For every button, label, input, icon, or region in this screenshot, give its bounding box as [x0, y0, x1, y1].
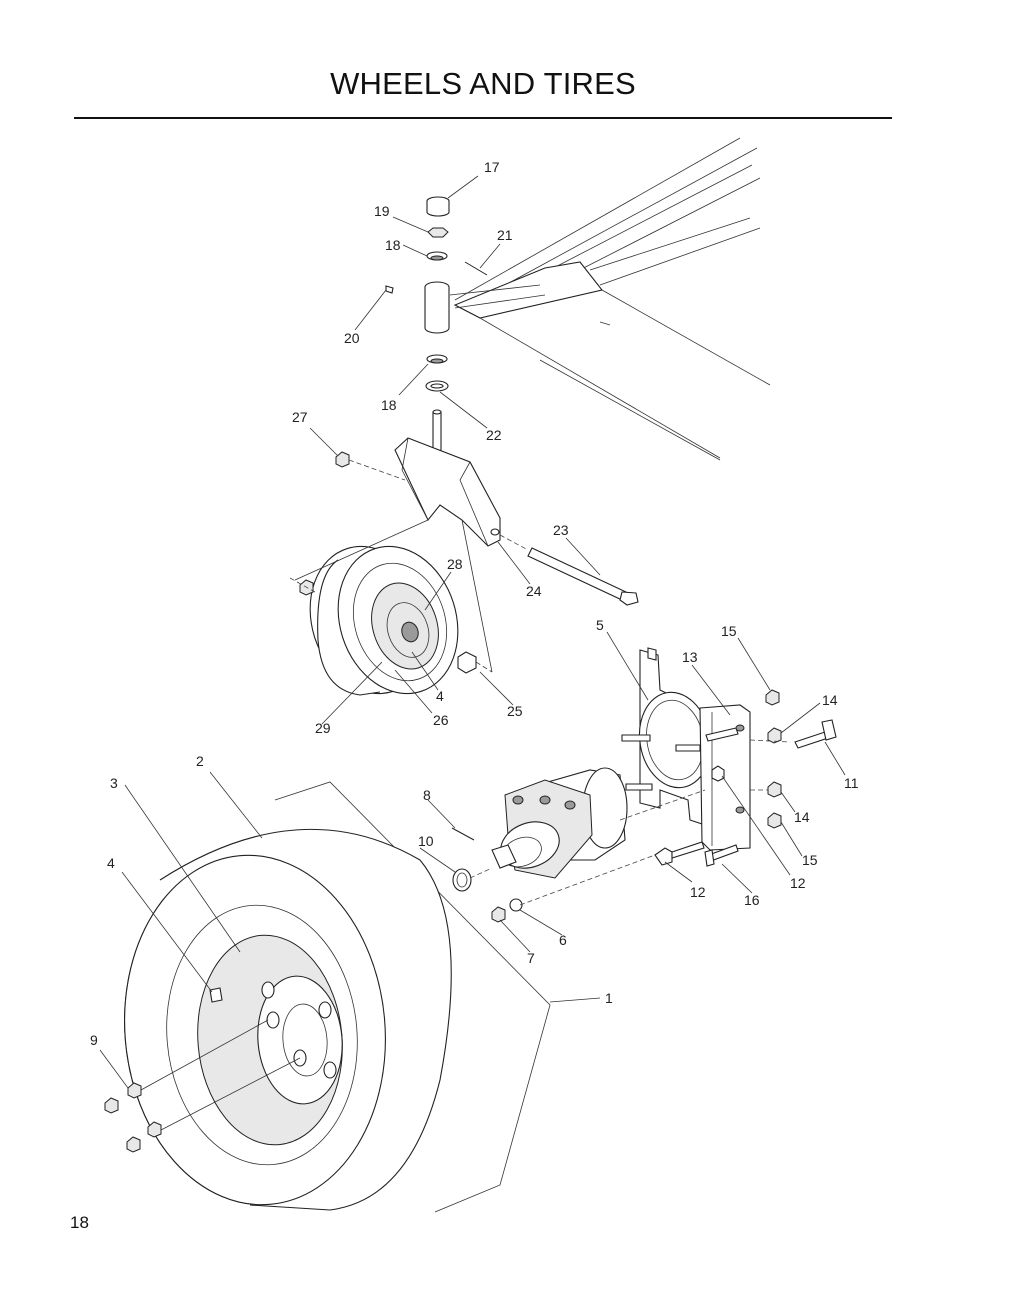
callout-24: 24 [526, 583, 542, 599]
wheel-motor [451, 767, 706, 923]
callout-20: 20 [344, 330, 360, 346]
callout-4-drive: 4 [107, 855, 115, 871]
callout-3: 3 [110, 775, 118, 791]
callout-12-right: 12 [790, 875, 806, 891]
callout-7: 7 [527, 950, 535, 966]
callout-4-caster: 4 [436, 688, 444, 704]
callout-14-lower: 14 [794, 809, 810, 825]
callout-27: 27 [292, 409, 308, 425]
callout-10: 10 [418, 833, 434, 849]
caster-pivot-assembly [335, 196, 639, 606]
callout-labels: 17 19 18 21 20 18 22 27 23 28 24 5 15 13… [90, 159, 859, 1048]
callout-9: 9 [90, 1032, 98, 1048]
callout-23: 23 [553, 522, 569, 538]
callout-15-upper: 15 [721, 623, 737, 639]
callout-1: 1 [605, 990, 613, 1006]
callout-28: 28 [447, 556, 463, 572]
callout-13: 13 [682, 649, 698, 665]
caster-wheel [289, 519, 493, 696]
callout-18-lower: 18 [381, 397, 397, 413]
callout-11: 11 [844, 775, 859, 791]
callout-19: 19 [374, 203, 390, 219]
callout-26: 26 [433, 712, 449, 728]
motor-mount-plate [621, 647, 837, 867]
title-rule [74, 117, 892, 119]
leader-lines [99, 175, 846, 1089]
callout-8: 8 [423, 787, 431, 803]
callout-22: 22 [486, 427, 502, 443]
callout-16: 16 [744, 892, 760, 908]
drive-wheel [104, 781, 601, 1213]
callout-2: 2 [196, 753, 204, 769]
page-number: 18 [70, 1213, 89, 1232]
callout-25: 25 [507, 703, 523, 719]
callout-14-upper: 14 [822, 692, 838, 708]
callout-17: 17 [484, 159, 500, 175]
callout-15-lower: 15 [802, 852, 818, 868]
callout-12-left: 12 [690, 884, 706, 900]
callout-29: 29 [315, 720, 331, 736]
callout-6: 6 [559, 932, 567, 948]
callout-18-upper: 18 [385, 237, 401, 253]
page-title: WHEELS AND TIRES [330, 66, 636, 101]
mower-frame [449, 137, 771, 461]
callout-5: 5 [596, 617, 604, 633]
callout-21: 21 [497, 227, 513, 243]
